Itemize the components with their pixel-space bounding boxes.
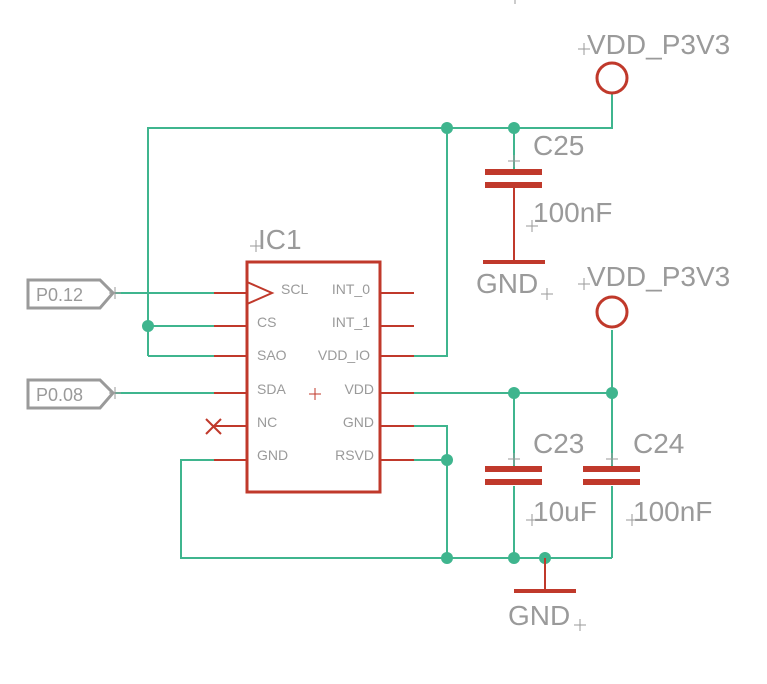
port-scl: P0.12	[26, 278, 121, 310]
capacitor-c24: C24 100nF	[583, 428, 712, 527]
c24-value: 100nF	[633, 496, 712, 527]
capacitor-c23: C23 10uF	[485, 428, 597, 527]
junctions	[142, 122, 618, 564]
port-sda-shape	[26, 378, 116, 410]
junction-dot	[441, 552, 453, 564]
wire-top-rail	[147, 93, 613, 356]
port-sda-label: P0.08	[36, 385, 83, 405]
supply-vdd-mid: VDD_P3V3	[578, 261, 730, 329]
supply-circle-icon	[595, 61, 629, 95]
wire-gnd-left	[180, 459, 612, 559]
pin-label-sao: SAO	[257, 347, 287, 363]
wire-vdd-io	[414, 128, 448, 357]
pin-label-int0: INT_0	[332, 281, 370, 297]
pin-label-rsvd: RSVD	[335, 447, 374, 463]
supply-mid-label: VDD_P3V3	[587, 261, 730, 292]
no-connect-icon	[205, 418, 222, 435]
junction-dot	[142, 320, 154, 332]
pin-label-sda: SDA	[257, 381, 286, 397]
c25-value: 100nF	[533, 197, 612, 228]
junction-dot	[508, 122, 520, 134]
supply-vdd-top: VDD_P3V3	[578, 29, 730, 95]
ic1-body	[245, 260, 382, 494]
pin-label-nc: NC	[257, 414, 277, 430]
pin-label-vddio: VDD_IO	[318, 347, 370, 363]
c23-name: C23	[533, 428, 584, 459]
pin-label-cs: CS	[257, 314, 276, 330]
wires	[115, 93, 613, 559]
pin-label-gnd-right: GND	[343, 414, 374, 430]
pin-label-scl: SCL	[281, 281, 308, 297]
supply-top-label: VDD_P3V3	[587, 29, 730, 60]
clock-triangle-icon	[246, 281, 275, 305]
gnd-bottom-label: GND	[508, 600, 570, 631]
junction-dot	[508, 387, 520, 399]
wire-gnd-right	[414, 425, 448, 558]
junction-dot	[441, 122, 453, 134]
c24-name: C24	[633, 428, 684, 459]
pin-label-int1: INT_1	[332, 314, 370, 330]
port-scl-shape	[26, 278, 116, 310]
ic1-name: IC1	[258, 224, 302, 255]
pin-label-vdd: VDD	[344, 381, 374, 397]
supply-circle-icon	[595, 295, 629, 329]
pin-label-gnd-left: GND	[257, 447, 288, 463]
capacitor-c25: C25 100nF GND	[476, 130, 612, 300]
junction-dot	[508, 552, 520, 564]
port-sda: P0.08	[26, 378, 121, 410]
junction-dot	[606, 387, 618, 399]
gnd-top-label: GND	[476, 268, 538, 299]
port-scl-label: P0.12	[36, 285, 83, 305]
ground-bottom: GND	[508, 558, 586, 631]
c23-value: 10uF	[533, 496, 597, 527]
junction-dot	[441, 454, 453, 466]
c25-name: C25	[533, 130, 584, 161]
ic1: IC1 SCL CS SAO SDA NC GND INT_0 INT_1 VD…	[205, 224, 414, 494]
